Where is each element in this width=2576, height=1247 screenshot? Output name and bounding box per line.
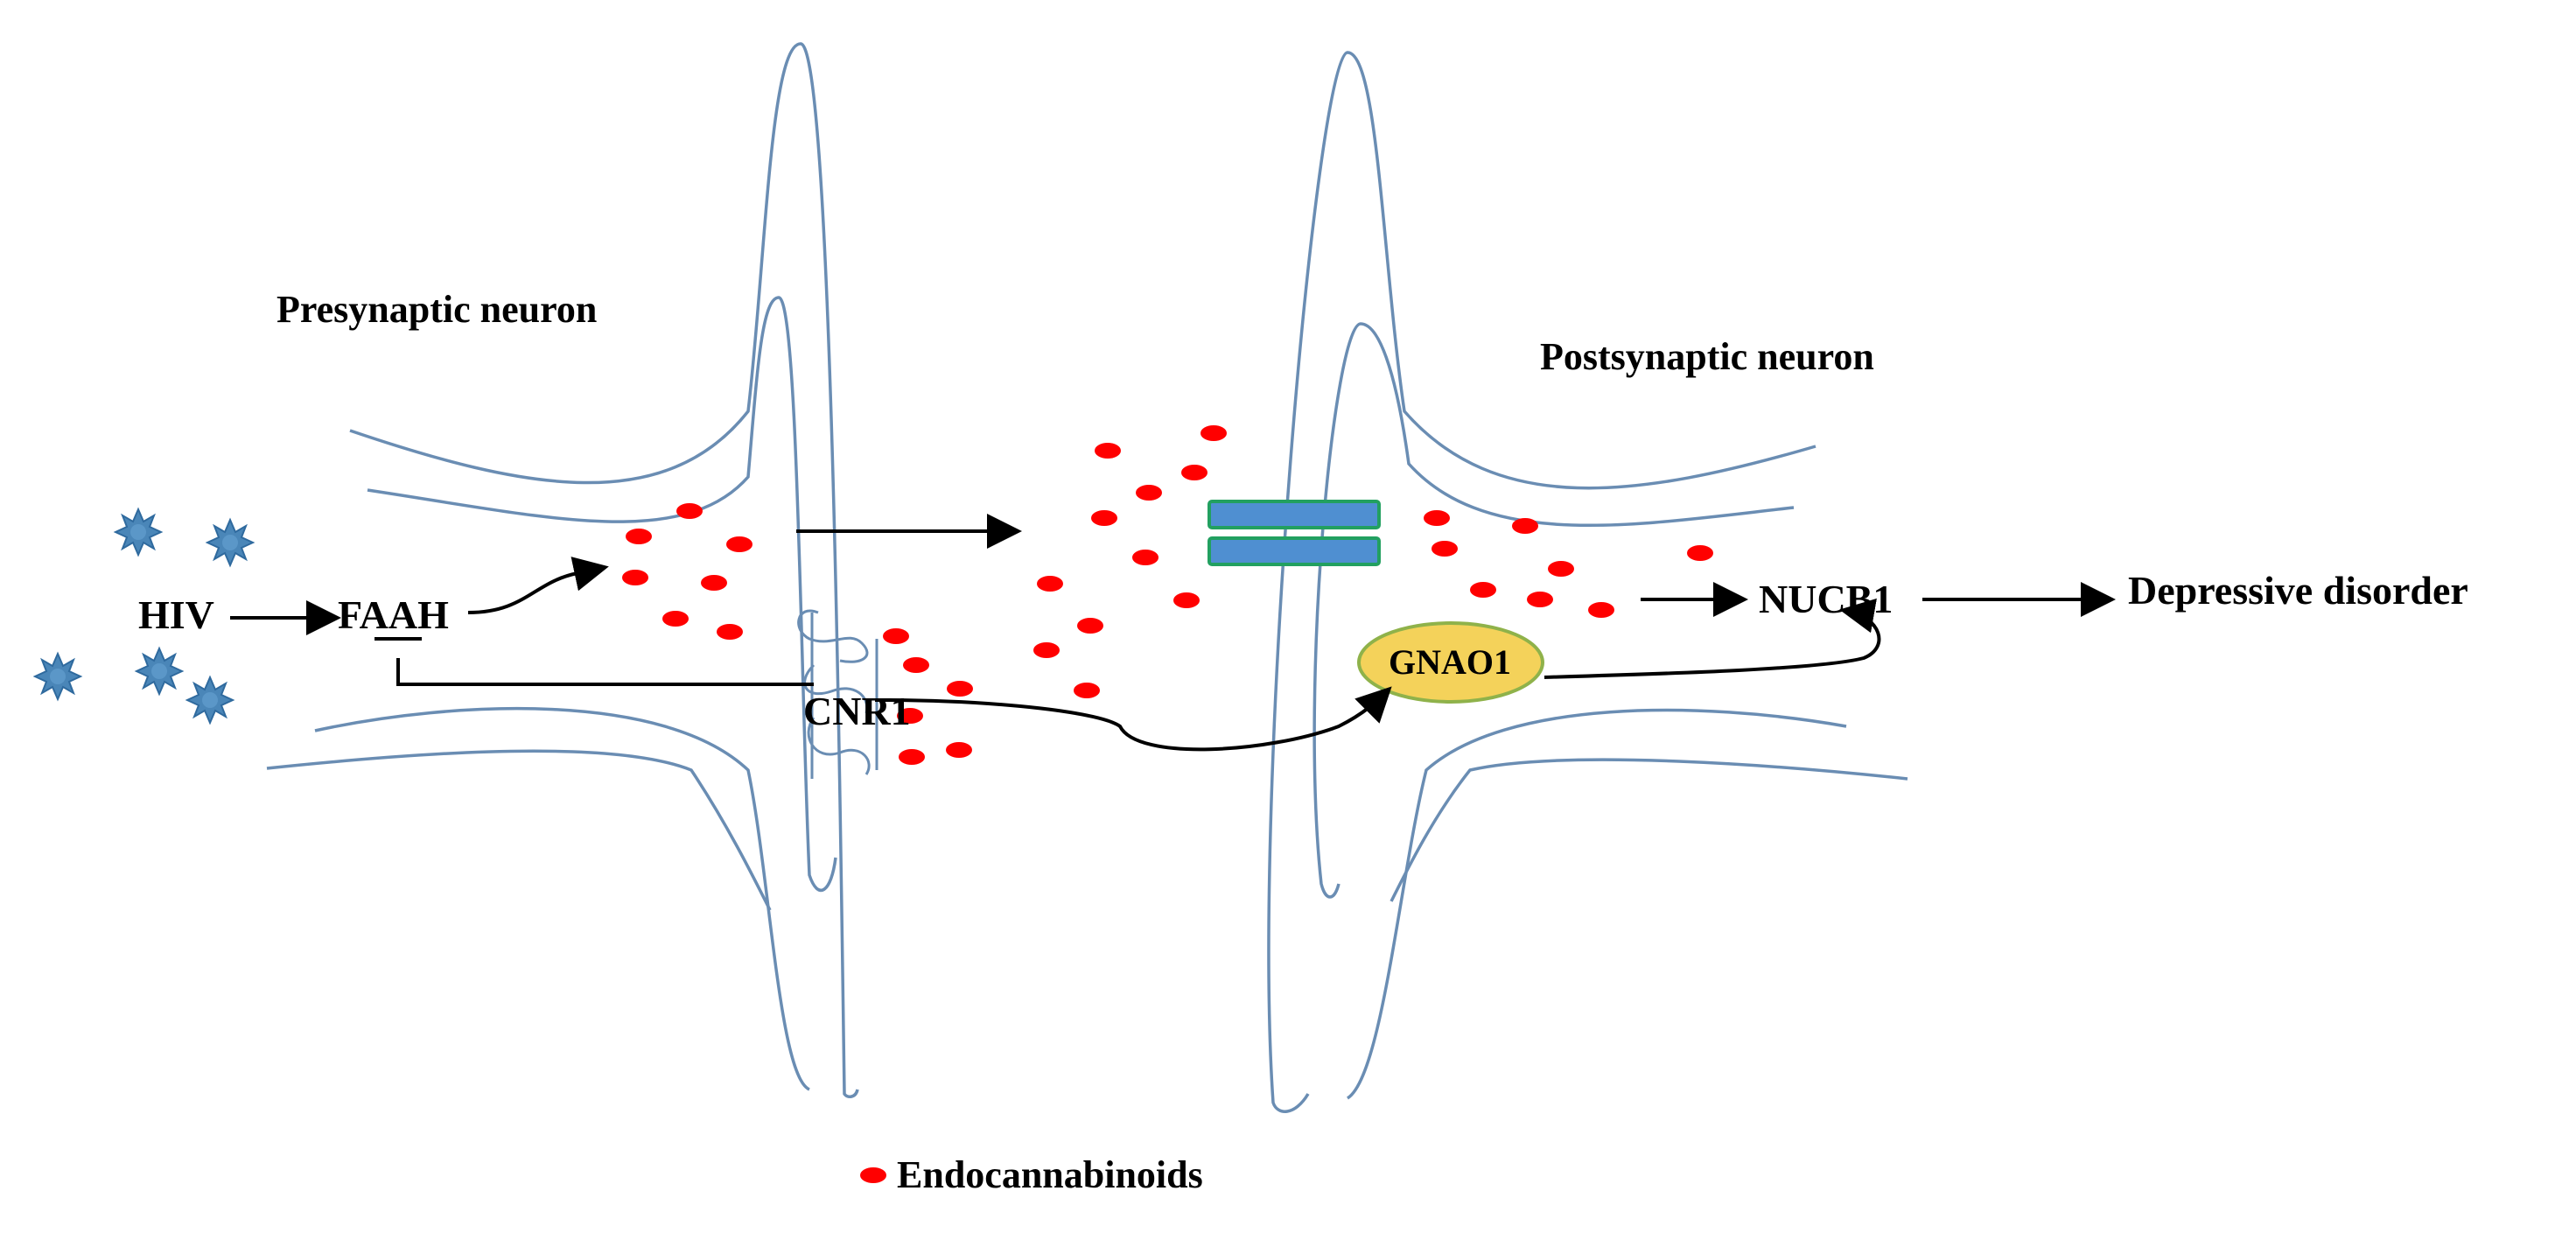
gnao1-to-nucb1-arrow [1544,598,1881,679]
virus-icon [115,508,162,556]
virus-icon [186,676,234,724]
legend-label: Endocannabinoids [897,1153,1203,1196]
faah-inhibition-line [396,658,814,686]
hiv-label: HIV [138,592,214,637]
depressive-disorder-label: Depressive disorder [2128,568,2468,613]
faah-label: FAAH [338,592,449,637]
virus-icon [34,653,81,700]
endocannabinoid-dots [622,425,1713,765]
cnr1-label: CNR1 [803,689,911,733]
gnao1-ellipse [1357,621,1544,704]
legend-dot-icon [860,1167,886,1183]
virus-icon [206,519,254,566]
pathway-arrows [230,514,2116,752]
postsynaptic-membrane [1267,51,1908,1113]
presynaptic-label: Presynaptic neuron [276,288,597,331]
gnao1-label: GNAO1 [1389,642,1511,682]
presynaptic-membrane [266,42,859,1098]
nucb1-label: NUCB1 [1759,577,1893,621]
postsynaptic-label: Postsynaptic neuron [1540,335,1874,378]
cnr1-to-gnao1-arrow [874,686,1392,752]
receptor-icon [1208,500,1381,566]
virus-icon [136,648,183,695]
cnr1-receptor-icon [797,609,878,779]
faah-to-endocannabinoid-arrow [467,557,609,614]
legend: Endocannabinoids [860,1153,1203,1196]
